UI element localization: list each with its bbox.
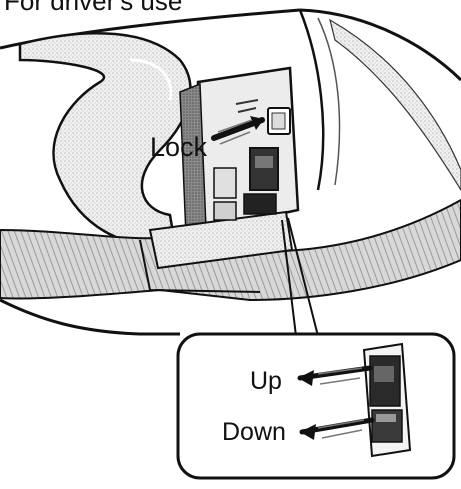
driver-window-switch-icon <box>250 148 278 190</box>
down-label: Down <box>222 418 286 446</box>
detail-inset <box>178 334 454 478</box>
lock-label: Lock <box>150 132 208 162</box>
caption: For driver's use <box>4 0 182 16</box>
up-label: Up <box>250 367 282 395</box>
